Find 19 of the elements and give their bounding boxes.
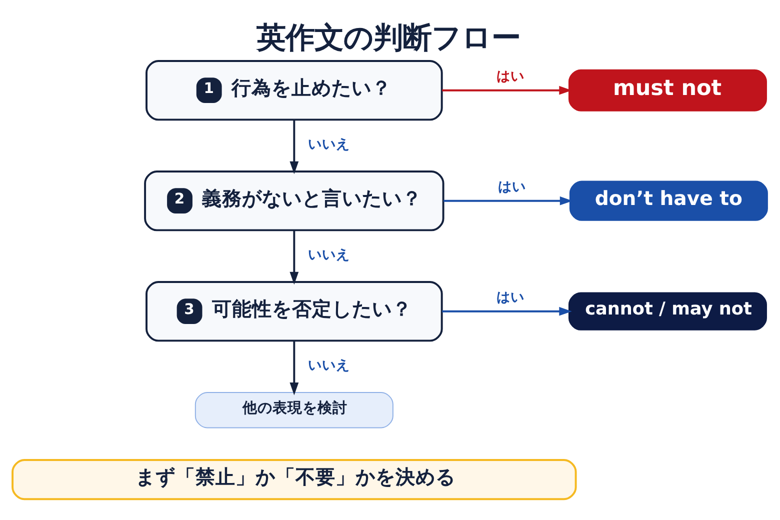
arrow [442, 306, 572, 316]
edge-label: いいえ [308, 136, 350, 153]
node-box: まず「禁止」か「不要」かを決める [12, 459, 577, 500]
edge-label: いいえ [308, 358, 350, 374]
node-box: cannot / may not [568, 292, 767, 330]
edge-label: はい [496, 68, 525, 84]
edge-label: はい [498, 178, 526, 195]
diagram-title: 英作文の判断フロー [256, 20, 521, 54]
arrow [290, 120, 299, 174]
node-box: 他の表現を検討 [194, 392, 394, 428]
node-box: don’t have to [569, 180, 768, 221]
edge-label: はい [496, 289, 525, 306]
edge-label: いいえ [308, 247, 350, 264]
node-box: 3 可能性を否定したい？ [146, 281, 443, 342]
arrow [290, 340, 299, 396]
node-box: 2 義務がないと言いたい？ [144, 170, 444, 232]
node-box: 1 行為を止めたい？ [146, 60, 443, 121]
arrow [290, 230, 299, 285]
node-box: must not [568, 69, 767, 112]
